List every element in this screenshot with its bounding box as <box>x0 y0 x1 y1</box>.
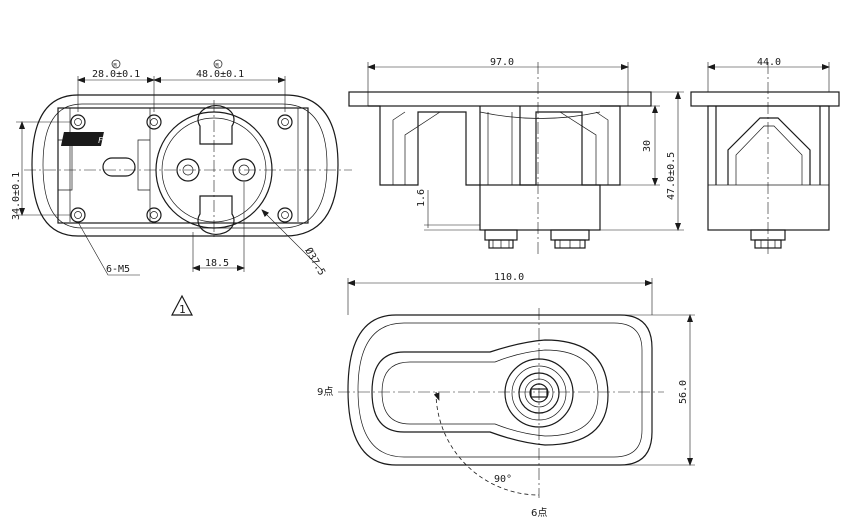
dim-47: 47.0±0.5 <box>666 152 677 200</box>
dim-56: 56.0 <box>678 380 689 404</box>
end-flange <box>690 91 840 107</box>
front-outer-outline <box>31 94 339 237</box>
dim-48: 48.0±0.1 <box>196 69 244 80</box>
datum-marker-right: M <box>216 63 219 69</box>
position-9: 9点 <box>317 386 333 398</box>
rotation-arc <box>435 391 540 496</box>
logo-text: FAMOUS <box>98 136 127 145</box>
flag-number: 1 <box>179 303 186 316</box>
dim-44: 44.0 <box>757 57 781 68</box>
dim-28: 28.0±0.1 <box>92 69 140 80</box>
dim-34: 34.0±0.1 <box>11 172 22 220</box>
side-knobs <box>484 229 590 249</box>
dim-30: 30 <box>642 140 653 152</box>
top-outer-outline <box>347 314 653 466</box>
dim-18-5: 18.5 <box>205 258 229 269</box>
dim-1-6: 1.6 <box>416 189 427 207</box>
end-body <box>707 105 830 231</box>
side-lower-body <box>479 184 601 231</box>
front-inner-outline <box>42 103 328 229</box>
hole-callout: 6-M5 <box>106 264 130 275</box>
front-slot <box>102 157 136 177</box>
position-6: 6点 <box>531 507 547 519</box>
end-view: 44.0 <box>690 57 840 256</box>
top-inner-pocket <box>371 339 609 446</box>
side-flange <box>348 91 652 107</box>
rotation-angle: 90° <box>494 474 512 485</box>
front-view: FAMOUS 28.0±0.1 48.0±0.1 M M 34.0±0.1 <box>11 59 352 316</box>
top-view: 90° 9点 6点 110.0 56.0 <box>317 272 695 519</box>
dim-diameter: Ø37.5 <box>302 246 327 278</box>
mounting-holes <box>70 114 293 223</box>
logo: FAMOUS <box>60 132 127 146</box>
front-body-rect <box>57 107 309 224</box>
flag-triangle-icon <box>171 294 193 316</box>
dim-97: 97.0 <box>490 57 514 68</box>
dim-110: 110.0 <box>494 272 524 283</box>
side-view: 97.0 30 47.0±0.5 1.6 <box>348 57 684 256</box>
datum-marker-left: M <box>114 63 117 69</box>
